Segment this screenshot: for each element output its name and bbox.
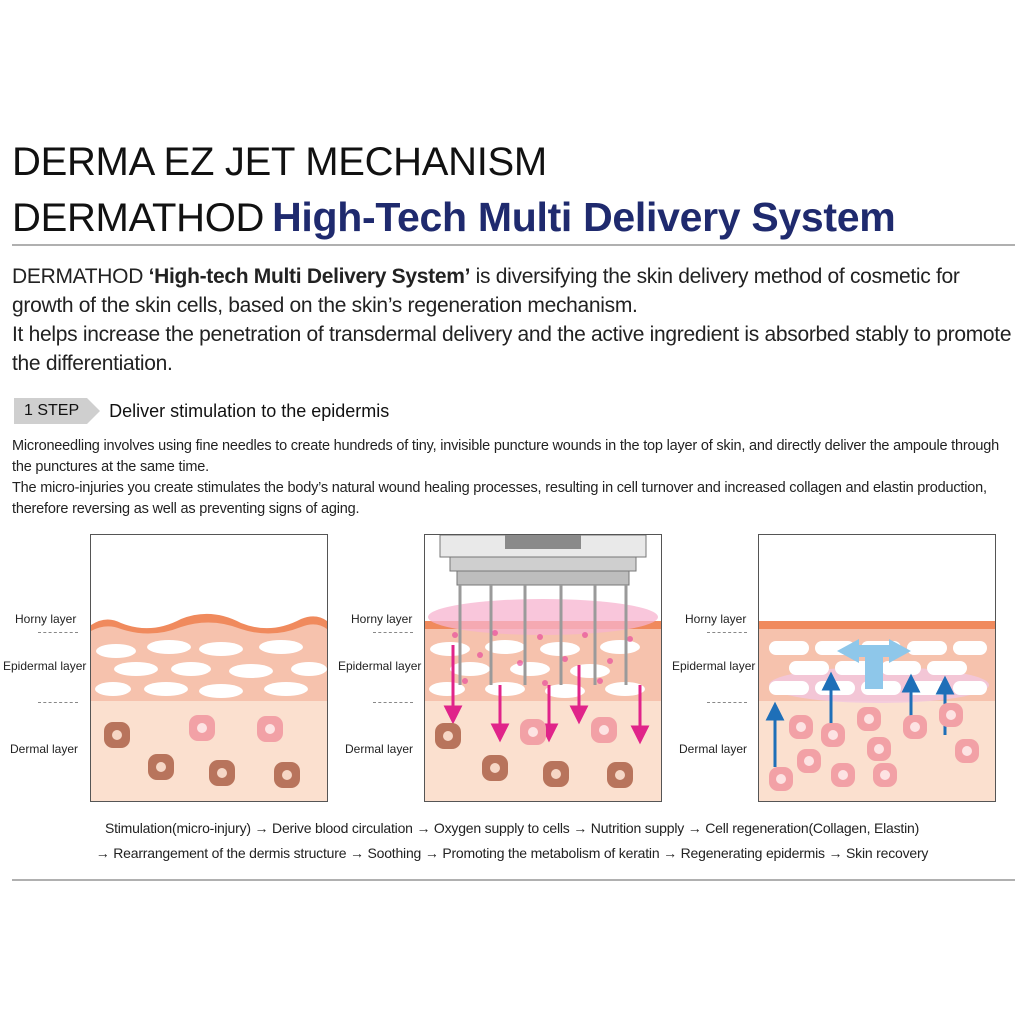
skin-diagram-normal xyxy=(91,613,327,801)
footer-divider xyxy=(12,879,1015,881)
skin-panel-normal xyxy=(90,534,328,802)
process-flow-line-1: Stimulation(micro-injury) → Derive blood… xyxy=(104,820,920,836)
dermal-cells xyxy=(104,715,300,788)
step-badge: 1 STEP xyxy=(14,398,101,424)
step-title: Deliver stimulation to the epidermis xyxy=(109,400,390,421)
title-accent: High-Tech Multi Delivery System xyxy=(272,194,896,240)
ampoule-droplets xyxy=(452,630,633,686)
skin-panel-regeneration xyxy=(758,534,996,802)
horny-layer xyxy=(759,621,995,629)
intro-line2: It helps increase the penetration of tra… xyxy=(12,323,1012,375)
panel1-label-epidermal: Epidermal layer xyxy=(3,659,87,673)
panel3-label-horny: Horny layer xyxy=(685,612,747,626)
intro-bold: ‘High-tech Multi Delivery System’ xyxy=(148,265,471,288)
dermal-cells xyxy=(769,703,979,791)
title-line-1: DERMA EZ JET MECHANISM xyxy=(12,140,547,184)
intro-paragraph: DERMATHOD ‘High-tech Multi Delivery Syst… xyxy=(12,262,1017,378)
step-paragraph-2: The micro-injuries you create stimulates… xyxy=(12,480,987,517)
title-brand: DERMATHOD xyxy=(12,196,265,240)
process-flow-line-2: → Rearrangement of the dermis structure … xyxy=(95,845,929,861)
skin-panel-needling xyxy=(424,534,662,802)
panel3-dash-top xyxy=(707,632,747,633)
panel2-label-dermal: Dermal layer xyxy=(345,742,414,756)
device-head xyxy=(449,556,637,572)
panel1-label-horny: Horny layer xyxy=(15,612,77,626)
step-description: Microneedling involves using fine needle… xyxy=(12,436,1020,520)
panel3-label-epidermal: Epidermal layer xyxy=(672,659,756,673)
split-arrow xyxy=(837,639,911,689)
panel2-dash-top xyxy=(373,632,413,633)
skin-diagram-regeneration xyxy=(759,621,995,801)
panel1-dash-bottom xyxy=(38,702,78,703)
device-neck xyxy=(505,535,581,549)
intro-line1-rest: is diversifying the skin delivery method… xyxy=(12,265,960,317)
panel2-label-horny: Horny layer xyxy=(351,612,413,626)
panel2-dash-bottom xyxy=(373,702,413,703)
step-paragraph-1: Microneedling involves using fine needle… xyxy=(12,438,999,475)
panel3-dash-bottom xyxy=(707,702,747,703)
ampoule-cloud xyxy=(428,599,658,635)
intro-prefix: DERMATHOD xyxy=(12,265,149,288)
panel2-label-epidermal: Epidermal layer xyxy=(338,659,422,673)
dermal-cells xyxy=(435,717,633,788)
panel3-label-dermal: Dermal layer xyxy=(679,742,748,756)
panel1-label-dermal: Dermal layer xyxy=(10,742,79,756)
header-divider xyxy=(12,244,1015,246)
panel1-dash-top xyxy=(38,632,78,633)
skin-diagram-needling xyxy=(425,535,661,801)
epidermal-cells xyxy=(95,640,327,698)
step-heading: 1 STEP Deliver stimulation to the epider… xyxy=(14,398,389,424)
needles xyxy=(458,585,628,685)
